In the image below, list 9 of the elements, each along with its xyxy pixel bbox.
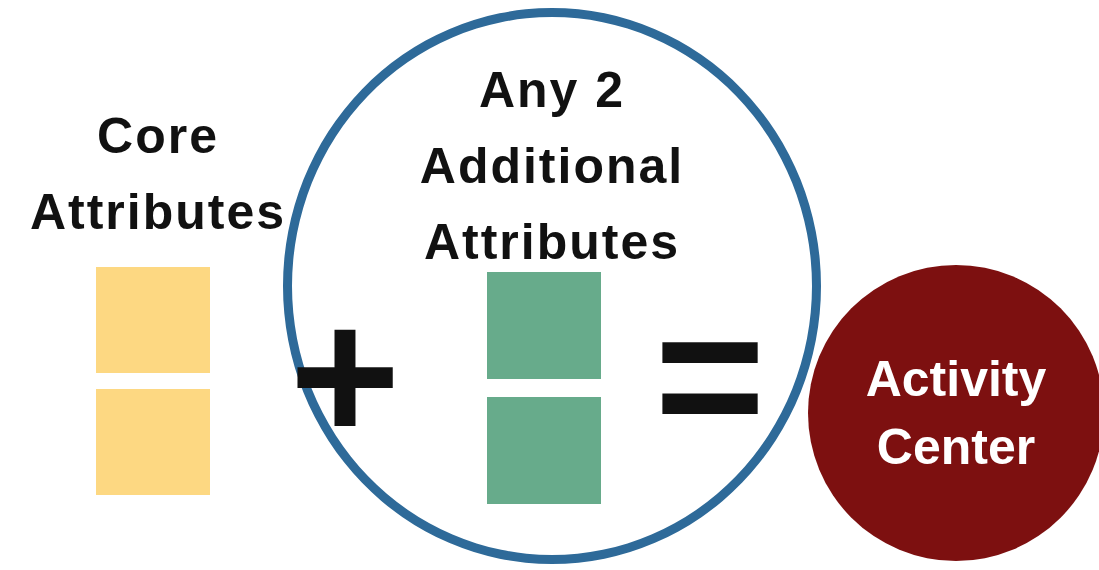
equals-sign: = (653, 300, 767, 450)
square-block (487, 397, 601, 504)
group-circle (283, 8, 821, 564)
square-block (487, 272, 601, 379)
square-block (96, 389, 210, 495)
group-heading: Any 2 Additional Attributes (418, 61, 686, 272)
square-block (96, 267, 210, 373)
result-circle: Activity Center (808, 265, 1099, 561)
section-heading: Core Attributes (28, 107, 288, 242)
